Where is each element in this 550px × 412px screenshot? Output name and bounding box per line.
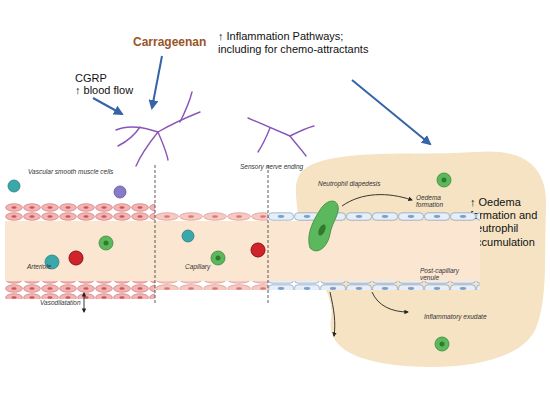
free-label: CGRP bbox=[75, 72, 135, 85]
neutrophil-nucleus bbox=[442, 178, 447, 183]
free-label: Vasodilatation bbox=[40, 299, 100, 306]
neutrophil-nucleus bbox=[317, 223, 328, 236]
neutrophil bbox=[435, 337, 449, 351]
arteriole-wall bbox=[5, 203, 155, 221]
node-label: Capillary bbox=[185, 263, 245, 270]
capillary-segment: Capillary bbox=[155, 208, 268, 294]
flow-arrow bbox=[330, 292, 335, 336]
neutrophil-nucleus bbox=[440, 342, 445, 347]
sensory-nerve bbox=[116, 92, 200, 166]
free-label: Vascular smooth muscle cells bbox=[28, 168, 138, 175]
venule-segment: Post-capillary venule bbox=[268, 208, 480, 294]
stimulus-arrow bbox=[93, 98, 122, 114]
node-label: Arteriole bbox=[27, 263, 87, 270]
neutrophil bbox=[437, 173, 451, 187]
smooth-muscle-cell bbox=[8, 180, 20, 192]
venule-wall bbox=[268, 281, 480, 290]
flow-arrow bbox=[372, 292, 408, 312]
stimulus-arrow bbox=[352, 80, 430, 144]
neutrophil-nucleus bbox=[216, 256, 221, 261]
node-label: Inflammatory exudate bbox=[424, 313, 494, 320]
capillary-wall bbox=[155, 212, 268, 221]
node-label: ↑ Oedema formation and neutrophil accumu… bbox=[470, 196, 546, 249]
neutrophil bbox=[99, 236, 113, 250]
flow-arrow bbox=[342, 195, 412, 206]
vessel-lumen bbox=[5, 221, 480, 281]
arteriole-wall bbox=[5, 281, 155, 299]
sensory-nerve bbox=[248, 118, 314, 156]
neutrophil-nucleus bbox=[104, 241, 109, 246]
free-label: ↑ Inflammation Pathways; including for c… bbox=[218, 30, 388, 56]
diapedesis-neutrophil bbox=[309, 201, 339, 251]
neutrophil bbox=[211, 251, 225, 265]
node-label: Oedema formation bbox=[416, 194, 468, 209]
segment-divider bbox=[155, 165, 156, 305]
free-label: Carrageenan bbox=[133, 36, 228, 50]
red-blood-cell bbox=[69, 251, 83, 265]
segment-divider bbox=[268, 165, 269, 305]
node-label: Post-capillary venule bbox=[420, 267, 478, 282]
capillary-wall bbox=[155, 281, 268, 290]
red-blood-cell bbox=[251, 243, 265, 257]
stimulus-arrow bbox=[152, 56, 162, 108]
blood-cell bbox=[182, 230, 194, 242]
arteriole-segment: Arteriole bbox=[5, 203, 155, 299]
venule-wall bbox=[268, 212, 480, 221]
vasodilatation-arrow bbox=[84, 293, 85, 312]
smooth-muscle-cell bbox=[114, 186, 126, 198]
free-label: ↑ blood flow bbox=[75, 84, 160, 97]
